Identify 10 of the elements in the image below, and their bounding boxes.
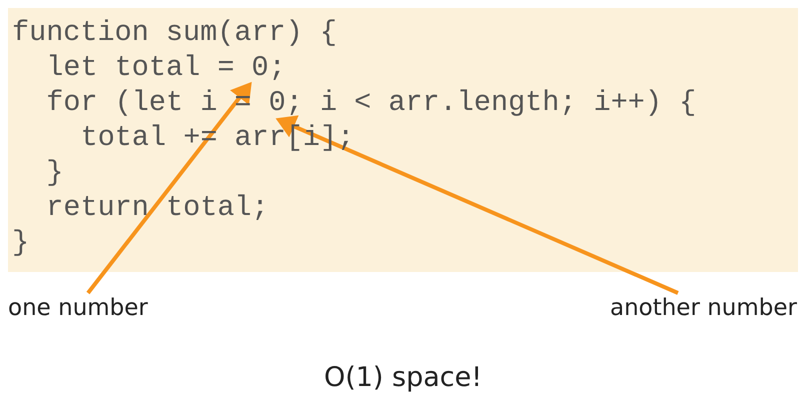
code-line: }	[12, 225, 30, 260]
annotation-text: another number	[610, 295, 797, 321]
code-line: }	[46, 155, 64, 190]
caption: O(1) space!	[324, 362, 482, 393]
code-line: function sum(arr) {	[12, 15, 337, 50]
annotation-text: one number	[8, 295, 148, 321]
code-line: let total = 0;	[46, 50, 286, 85]
code-line: return total;	[46, 190, 269, 225]
arrow	[276, 115, 679, 295]
arrow	[86, 82, 252, 294]
